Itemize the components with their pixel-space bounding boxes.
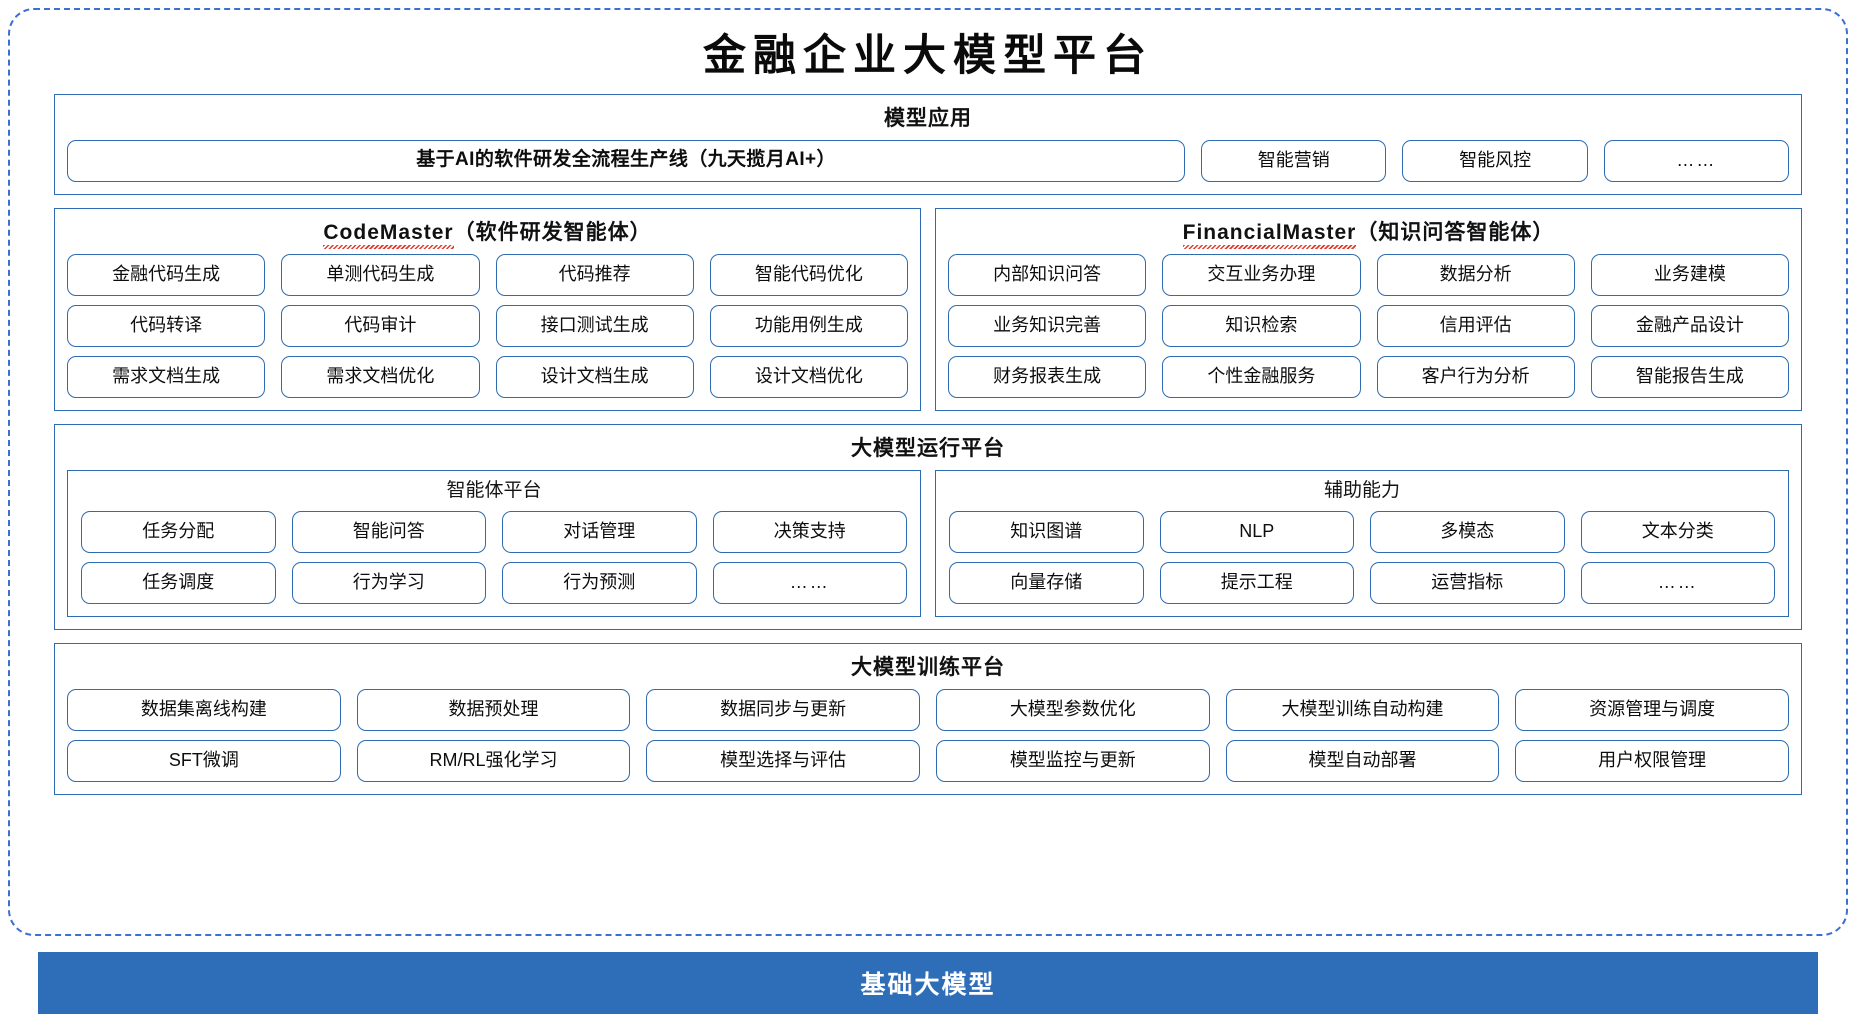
training-item[interactable]: 模型监控与更新 <box>935 740 1210 783</box>
section-runtime-platform: 大模型运行平台 智能体平台 任务分配 智能问答 对话管理 决策支持 任务调度 行… <box>54 424 1802 631</box>
agent-platform-item[interactable]: 任务调度 <box>81 562 276 605</box>
training-item[interactable]: 用户权限管理 <box>1515 740 1789 783</box>
agent-platform-item[interactable]: 对话管理 <box>502 511 697 554</box>
frame-content: 金融企业大模型平台 模型应用 基于AI的软件研发全流程生产线（九天揽月AI+） … <box>10 10 1846 934</box>
training-item[interactable]: 数据集离线构建 <box>67 689 341 732</box>
training-item[interactable]: RM/RL强化学习 <box>356 740 631 783</box>
agent-platform-item[interactable]: 行为学习 <box>291 562 486 605</box>
financialmaster-item[interactable]: 交互业务办理 <box>1162 254 1361 297</box>
codemaster-item[interactable]: 代码推荐 <box>495 254 694 297</box>
codemaster-name-en: CodeMaster <box>323 220 454 250</box>
training-row-2: SFT微调 RM/RL强化学习 模型选择与评估 模型监控与更新 模型自动部署 用… <box>67 740 1789 783</box>
codemaster-item[interactable]: 需求文档优化 <box>281 356 480 399</box>
auxiliary-item[interactable]: 知识图谱 <box>949 511 1144 554</box>
model-application-row: 基于AI的软件研发全流程生产线（九天揽月AI+） 智能营销 智能风控 …… <box>67 139 1789 182</box>
training-item[interactable]: 大模型训练自动构建 <box>1225 689 1500 732</box>
financialmaster-item[interactable]: 个性金融服务 <box>1162 356 1361 399</box>
section-title-training-platform: 大模型训练平台 <box>851 656 1005 680</box>
financialmaster-item[interactable]: 业务知识完善 <box>948 305 1147 348</box>
financialmaster-item[interactable]: 知识检索 <box>1162 305 1361 348</box>
financialmaster-item[interactable]: 金融产品设计 <box>1590 305 1789 348</box>
base-model-label: 基础大模型 <box>860 971 996 999</box>
agent-platform-item-more[interactable]: …… <box>712 562 907 605</box>
auxiliary-row-2: 向量存储 提示工程 运营指标 …… <box>949 562 1775 605</box>
agent-platform-item[interactable]: 行为预测 <box>502 562 697 605</box>
codemaster-item[interactable]: 智能代码优化 <box>709 254 908 297</box>
app-pill-smart-marketing[interactable]: 智能营销 <box>1201 139 1387 182</box>
training-item[interactable]: 数据同步与更新 <box>646 689 920 732</box>
app-pill-ai-pipeline[interactable]: 基于AI的软件研发全流程生产线（九天揽月AI+） <box>67 139 1186 182</box>
section-title-codemaster: CodeMaster（软件研发智能体） <box>67 217 908 254</box>
financialmaster-item[interactable]: 内部知识问答 <box>948 254 1147 297</box>
training-item[interactable]: SFT微调 <box>67 740 341 783</box>
agent-platform-item[interactable]: 智能问答 <box>291 511 486 554</box>
section-codemaster: CodeMaster（软件研发智能体） 金融代码生成 单测代码生成 代码推荐 智… <box>54 207 921 412</box>
agent-platform-row-1: 任务分配 智能问答 对话管理 决策支持 <box>81 511 907 554</box>
financialmaster-row-3: 财务报表生成 个性金融服务 客户行为分析 智能报告生成 <box>948 356 1789 399</box>
training-item[interactable]: 资源管理与调度 <box>1515 689 1789 732</box>
financialmaster-item[interactable]: 财务报表生成 <box>948 356 1147 399</box>
agent-platform-item[interactable]: 任务分配 <box>81 511 276 554</box>
subsection-title-auxiliary-capability: 辅助能力 <box>1323 480 1400 502</box>
training-item[interactable]: 大模型参数优化 <box>935 689 1210 732</box>
section-title-financialmaster: FinancialMaster（知识问答智能体） <box>948 217 1789 254</box>
auxiliary-item[interactable]: 运营指标 <box>1370 562 1565 605</box>
auxiliary-item[interactable]: 多模态 <box>1370 511 1565 554</box>
section-model-application: 模型应用 基于AI的软件研发全流程生产线（九天揽月AI+） 智能营销 智能风控 … <box>54 93 1802 195</box>
financialmaster-name-en: FinancialMaster <box>1182 220 1357 250</box>
subsection-auxiliary-capability: 辅助能力 知识图谱 NLP 多模态 文本分类 向量存储 提示工程 运营指标 …… <box>935 470 1789 618</box>
codemaster-item[interactable]: 接口测试生成 <box>495 305 694 348</box>
auxiliary-item[interactable]: 提示工程 <box>1159 562 1354 605</box>
training-row-1: 数据集离线构建 数据预处理 数据同步与更新 大模型参数优化 大模型训练自动构建 … <box>67 689 1789 732</box>
codemaster-item[interactable]: 代码审计 <box>281 305 480 348</box>
financialmaster-item[interactable]: 智能报告生成 <box>1590 356 1789 399</box>
codemaster-item[interactable]: 代码转译 <box>67 305 266 348</box>
codemaster-item[interactable]: 设计文档优化 <box>709 356 908 399</box>
section-title-runtime-platform: 大模型运行平台 <box>851 437 1005 461</box>
section-financialmaster: FinancialMaster（知识问答智能体） 内部知识问答 交互业务办理 数… <box>935 207 1802 412</box>
codemaster-item[interactable]: 功能用例生成 <box>709 305 908 348</box>
financialmaster-row-2: 业务知识完善 知识检索 信用评估 金融产品设计 <box>948 305 1789 348</box>
subsection-agent-platform: 智能体平台 任务分配 智能问答 对话管理 决策支持 任务调度 行为学习 行为预测… <box>67 470 921 618</box>
auxiliary-item[interactable]: 向量存储 <box>949 562 1144 605</box>
agents-row: CodeMaster（软件研发智能体） 金融代码生成 单测代码生成 代码推荐 智… <box>54 207 1802 412</box>
auxiliary-item[interactable]: NLP <box>1159 511 1354 554</box>
codemaster-row-3: 需求文档生成 需求文档优化 设计文档生成 设计文档优化 <box>67 356 908 399</box>
codemaster-row-2: 代码转译 代码审计 接口测试生成 功能用例生成 <box>67 305 908 348</box>
codemaster-item[interactable]: 需求文档生成 <box>67 356 266 399</box>
codemaster-item[interactable]: 单测代码生成 <box>281 254 480 297</box>
training-item[interactable]: 模型选择与评估 <box>646 740 920 783</box>
codemaster-name-cn: （软件研发智能体） <box>453 220 652 244</box>
agent-platform-item[interactable]: 决策支持 <box>712 511 907 554</box>
financialmaster-name-cn: （知识问答智能体） <box>1356 220 1555 244</box>
auxiliary-row-1: 知识图谱 NLP 多模态 文本分类 <box>949 511 1775 554</box>
base-model-bar: 基础大模型 <box>38 952 1818 1014</box>
financialmaster-item[interactable]: 客户行为分析 <box>1376 356 1575 399</box>
outer-dashed-frame: 金融企业大模型平台 模型应用 基于AI的软件研发全流程生产线（九天揽月AI+） … <box>8 8 1848 936</box>
training-item[interactable]: 模型自动部署 <box>1225 740 1500 783</box>
codemaster-item[interactable]: 金融代码生成 <box>67 254 266 297</box>
financialmaster-row-1: 内部知识问答 交互业务办理 数据分析 业务建模 <box>948 254 1789 297</box>
agent-platform-row-2: 任务调度 行为学习 行为预测 …… <box>81 562 907 605</box>
codemaster-item[interactable]: 设计文档生成 <box>495 356 694 399</box>
subsection-title-agent-platform: 智能体平台 <box>446 480 542 502</box>
app-pill-more[interactable]: …… <box>1603 139 1789 182</box>
section-training-platform: 大模型训练平台 数据集离线构建 数据预处理 数据同步与更新 大模型参数优化 大模… <box>54 643 1802 796</box>
section-title-model-application: 模型应用 <box>884 106 972 130</box>
financialmaster-item[interactable]: 数据分析 <box>1376 254 1575 297</box>
page-title: 金融企业大模型平台 <box>703 31 1153 81</box>
app-pill-smart-risk-control[interactable]: 智能风控 <box>1402 139 1588 182</box>
auxiliary-item[interactable]: 文本分类 <box>1580 511 1775 554</box>
codemaster-row-1: 金融代码生成 单测代码生成 代码推荐 智能代码优化 <box>67 254 908 297</box>
auxiliary-item-more[interactable]: …… <box>1580 562 1775 605</box>
runtime-columns: 智能体平台 任务分配 智能问答 对话管理 决策支持 任务调度 行为学习 行为预测… <box>67 470 1789 618</box>
financialmaster-item[interactable]: 业务建模 <box>1590 254 1789 297</box>
training-item[interactable]: 数据预处理 <box>356 689 631 732</box>
financialmaster-item[interactable]: 信用评估 <box>1376 305 1575 348</box>
